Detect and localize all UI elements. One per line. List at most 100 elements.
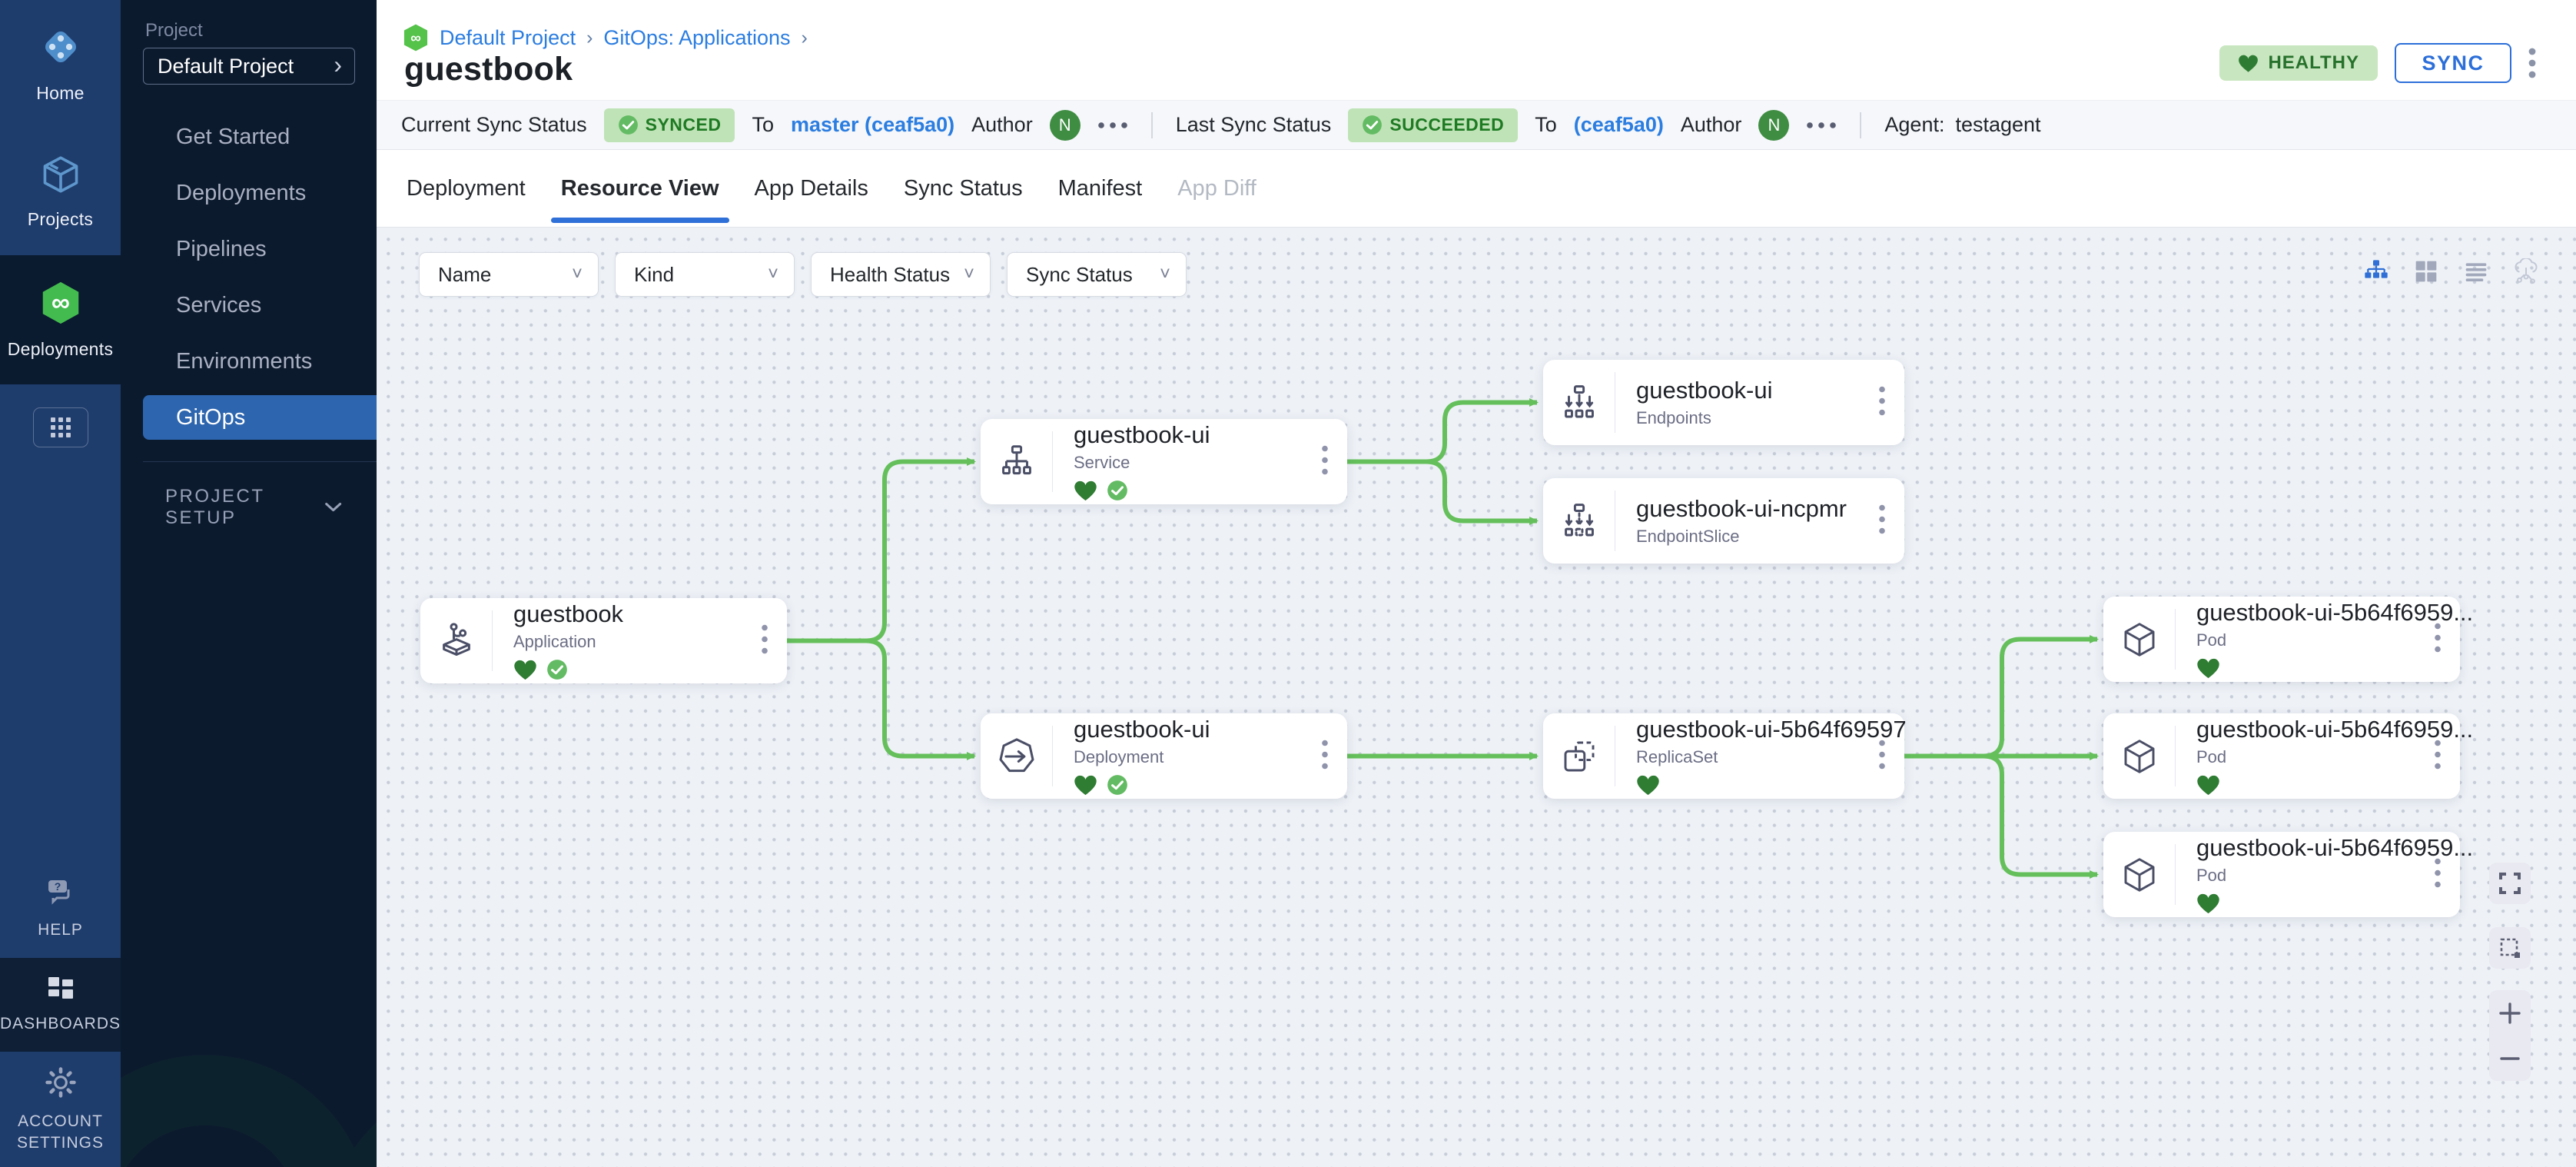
service-icon xyxy=(981,419,1052,504)
gear-icon xyxy=(44,1066,78,1103)
rail-item-account-settings[interactable]: ACCOUNT SETTINGS xyxy=(0,1052,121,1167)
node-menu-kebab-icon[interactable] xyxy=(1321,739,1329,770)
rail-label-projects: Projects xyxy=(27,208,94,229)
rail-item-deployments[interactable]: ∞ Deployments xyxy=(0,255,121,384)
node-menu-kebab-icon[interactable] xyxy=(1878,504,1886,534)
app-menu-kebab-icon[interactable] xyxy=(2528,46,2536,80)
breadcrumb-separator: › xyxy=(586,26,593,48)
sidebar-item-environments[interactable]: Environments xyxy=(176,349,313,374)
tab-sync-status[interactable]: Sync Status xyxy=(903,176,1023,201)
sidebar-item-get-started[interactable]: Get Started xyxy=(176,125,290,149)
sidebar-item-deployments[interactable]: Deployments xyxy=(176,181,307,205)
breadcrumb-link-project[interactable]: Default Project xyxy=(440,25,576,49)
sidebar-item-gitops[interactable]: GitOps xyxy=(143,395,377,440)
sidebar-item-services[interactable]: Services xyxy=(176,293,262,318)
replicaset-icon xyxy=(1543,713,1615,799)
filter-health-status[interactable]: Health Status˅ xyxy=(811,252,991,297)
more-actions-kebab-icon[interactable] xyxy=(1806,121,1837,129)
project-setup-toggle[interactable]: PROJECT SETUP xyxy=(165,486,342,529)
node-divider xyxy=(1052,726,1053,786)
revision-link[interactable]: (ceaf5a0) xyxy=(1573,113,1664,136)
check-synced-icon xyxy=(1107,480,1127,501)
agent-info: Agent:testagent xyxy=(1884,113,2040,137)
revision-link[interactable]: master (ceaf5a0) xyxy=(791,113,955,136)
rail-item-projects[interactable]: Projects xyxy=(0,128,121,255)
status-label: Current Sync Status xyxy=(401,113,587,136)
node-menu-kebab-icon[interactable] xyxy=(2434,857,2442,888)
tab-deployment[interactable]: Deployment xyxy=(407,176,526,201)
tab-manifest[interactable]: Manifest xyxy=(1057,176,1143,201)
pod-icon xyxy=(2103,713,2175,799)
cube-icon xyxy=(38,152,83,201)
resource-node-pod[interactable]: guestbook-ui-5b64f6959...Pod xyxy=(2103,713,2473,799)
zoom-out-button[interactable] xyxy=(2498,1047,2521,1070)
rail-item-home[interactable]: Home xyxy=(0,0,121,128)
filter-sync-status[interactable]: Sync Status˅ xyxy=(1007,252,1187,297)
node-body: guestbook-ui-5b64f6959...Pod xyxy=(2176,832,2473,917)
heart-healthy-icon xyxy=(1637,775,1659,796)
resource-graph-canvas[interactable]: Name˅Kind˅Health Status˅Sync Status˅ gue… xyxy=(377,228,2576,1167)
rail-spacer xyxy=(0,470,121,859)
rail-item-dashboards[interactable]: DASHBOARDS xyxy=(0,958,121,1052)
rail-label-dashboards: DASHBOARDS xyxy=(0,1014,121,1032)
chevron-down-icon: ˅ xyxy=(963,264,974,284)
node-menu-kebab-icon[interactable] xyxy=(761,623,768,654)
node-divider xyxy=(1052,431,1053,492)
node-kind: Application xyxy=(513,632,596,652)
tab-resource-view[interactable]: Resource View xyxy=(543,151,737,227)
more-actions-kebab-icon[interactable] xyxy=(1097,121,1128,129)
node-menu-kebab-icon[interactable] xyxy=(2434,622,2442,653)
zoom-in-button[interactable] xyxy=(2498,1002,2521,1025)
breadcrumb-separator: › xyxy=(801,26,808,48)
tab-app-diff[interactable]: App Diff xyxy=(1177,176,1256,201)
filter-label: Kind xyxy=(634,262,675,286)
node-name: guestbook-ui xyxy=(1636,376,1773,404)
rail-item-modules[interactable] xyxy=(0,384,121,470)
node-menu-kebab-icon[interactable] xyxy=(1878,739,1886,770)
node-name: guestbook xyxy=(513,600,624,627)
node-menu-kebab-icon[interactable] xyxy=(1321,444,1329,475)
endpoints-icon xyxy=(1543,360,1615,445)
node-body: guestbook-ui-5b64f6959...Pod xyxy=(2176,597,2473,682)
node-menu-kebab-icon[interactable] xyxy=(1878,385,1886,416)
rail-item-help[interactable]: ? HELP xyxy=(0,859,121,958)
sync-button[interactable]: SYNC xyxy=(2395,43,2511,83)
check-synced-icon xyxy=(618,115,638,135)
breadcrumb-link-gitops-apps[interactable]: GitOps: Applications xyxy=(603,25,791,49)
tab-app-details[interactable]: App Details xyxy=(754,176,868,201)
fit-view-button[interactable] xyxy=(2489,863,2531,904)
grid-view-icon[interactable] xyxy=(2413,258,2439,284)
filter-name[interactable]: Name˅ xyxy=(419,252,599,297)
network-view-icon[interactable] xyxy=(2513,258,2539,284)
node-kind: Pod xyxy=(2196,747,2227,767)
list-view-icon[interactable] xyxy=(2463,258,2489,284)
node-status-badges xyxy=(1074,773,1210,796)
help-icon: ? xyxy=(42,877,79,912)
node-body: guestbook-ui-5b64f6959...Pod xyxy=(2176,713,2473,799)
node-menu-kebab-icon[interactable] xyxy=(2434,739,2442,770)
node-divider xyxy=(2175,726,2176,786)
filter-kind[interactable]: Kind˅ xyxy=(615,252,795,297)
endpointslice-icon xyxy=(1543,478,1615,564)
sidebar-item-pipelines[interactable]: Pipelines xyxy=(176,237,267,261)
node-kind: Deployment xyxy=(1074,747,1164,767)
project-selector[interactable]: Default Project › xyxy=(143,48,355,85)
application-icon xyxy=(420,598,492,683)
box-select-button[interactable] xyxy=(2489,927,2531,969)
resource-node-pod[interactable]: guestbook-ui-5b64f6959...Pod xyxy=(2103,832,2473,917)
resource-node-pod[interactable]: guestbook-ui-5b64f6959...Pod xyxy=(2103,597,2473,682)
rail-label-help: HELP xyxy=(38,920,83,939)
tree-view-icon[interactable] xyxy=(2363,258,2389,284)
chevron-down-icon: ˅ xyxy=(571,264,583,284)
